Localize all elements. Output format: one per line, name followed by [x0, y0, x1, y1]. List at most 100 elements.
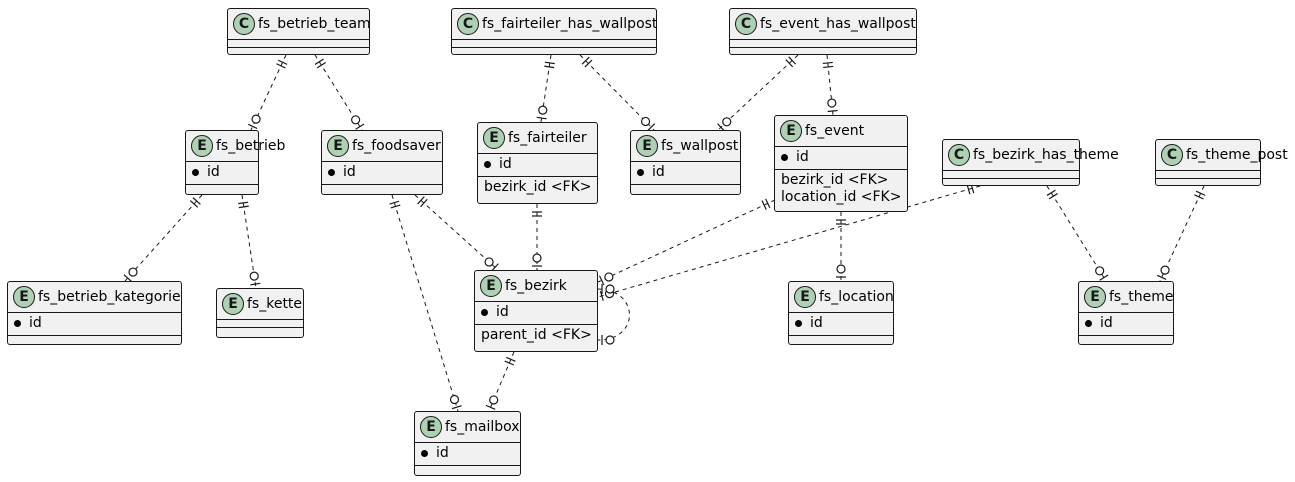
relation-line [1046, 185, 1107, 282]
field-row: id [481, 304, 591, 321]
foreign-keys-section [322, 184, 442, 192]
foreign-keys-section [8, 335, 181, 343]
relation-line [597, 199, 776, 283]
cardinality-circle [722, 117, 732, 127]
foreign-keys-section [789, 335, 893, 343]
entity-badge-icon: E [794, 286, 816, 308]
relation-line [1159, 185, 1205, 282]
cardinality-circle [532, 253, 542, 263]
entity-title: fs_fairteiler [508, 130, 587, 146]
cardinality-bar [420, 198, 428, 208]
field-name: id [1100, 315, 1113, 331]
entity-title: fs_event [805, 123, 865, 139]
fields-section [228, 39, 369, 47]
key-bullet-icon [781, 153, 788, 161]
entity-badge-icon: E [1084, 286, 1106, 308]
cardinality-bar [599, 290, 604, 301]
relation-fs-bezirk-has-theme-to-fs-theme [1046, 185, 1109, 282]
cardinality-bar [314, 58, 324, 65]
field-row: id [1085, 315, 1167, 332]
key-bullet-icon [328, 168, 335, 176]
entity-title: fs_location [819, 289, 894, 305]
fields-section [730, 39, 916, 47]
relation-fs-event-to-fs-bezirk [597, 198, 776, 286]
cardinality-bar [277, 59, 288, 65]
field-name: id [796, 149, 809, 165]
relation-fs-betrieb-to-fs-betrieb-kategorie [123, 194, 203, 282]
cardinality-bar [276, 63, 286, 69]
cardinality-bar [355, 123, 365, 130]
cardinality-circle [449, 394, 460, 405]
relation-fs-event-has-wallpost-to-fs-event [822, 54, 838, 116]
cardinality-bar [390, 204, 401, 209]
class-badge-icon: C [948, 144, 970, 166]
cardinality-bar [1048, 193, 1058, 200]
foreign-keys-section [228, 47, 369, 55]
cardinality-bar [598, 275, 605, 286]
relation-line [597, 288, 630, 341]
fields-section [217, 319, 303, 327]
relation-line [488, 351, 515, 412]
field-name: id [436, 445, 449, 461]
entity-badge-icon: E [780, 120, 802, 142]
fields-section: id [322, 161, 442, 184]
relation-fs-foodsaver-to-fs-mailbox [389, 194, 462, 412]
fields-section: id [631, 161, 740, 184]
field-name: id [499, 156, 512, 172]
key-bullet-icon [421, 449, 428, 457]
relation-fs-bezirk-to-fs-bezirk [597, 284, 630, 345]
entity-badge-icon: E [480, 275, 502, 297]
relation-fs-event-has-wallpost-to-fs-wallpost [717, 54, 799, 132]
cardinality-bar [491, 263, 499, 272]
field-row: id [14, 315, 175, 332]
relation-line [391, 194, 459, 412]
relation-fs-fairteiler-to-fs-bezirk [532, 204, 542, 270]
cardinality-bar [1099, 274, 1109, 281]
entity-title: fs_betrieb_team [258, 16, 371, 32]
relation-line [250, 54, 287, 131]
fields-section: id [475, 301, 597, 324]
cardinality-circle [538, 105, 548, 115]
foreign-key-row: location_id <FK> [781, 189, 902, 205]
class-badge-icon: C [1161, 144, 1183, 166]
entity-badge-icon: E [420, 416, 442, 438]
foreign-keys-section [415, 465, 520, 473]
class-badge-icon: C [457, 13, 479, 35]
field-name: id [652, 164, 665, 180]
entity-badge-icon: E [636, 135, 658, 157]
field-row: id [192, 164, 252, 181]
relation-line [717, 54, 799, 131]
foreign-key-row: parent_id <FK> [481, 327, 592, 343]
cardinality-circle [827, 98, 837, 108]
cardinality-bar [123, 274, 132, 282]
key-bullet-icon [192, 168, 199, 176]
key-bullet-icon [484, 160, 491, 168]
field-name: id [29, 315, 42, 331]
entity-badge-icon: E [222, 293, 244, 315]
key-bullet-icon [481, 308, 488, 316]
fields-section [452, 39, 656, 47]
entity-title: fs_mailbox [445, 419, 520, 435]
fields-section: id [775, 146, 907, 169]
entity-title: fs_fairteiler_has_wallpost [482, 16, 658, 32]
field-name: id [207, 164, 220, 180]
cardinality-bar [647, 123, 656, 132]
